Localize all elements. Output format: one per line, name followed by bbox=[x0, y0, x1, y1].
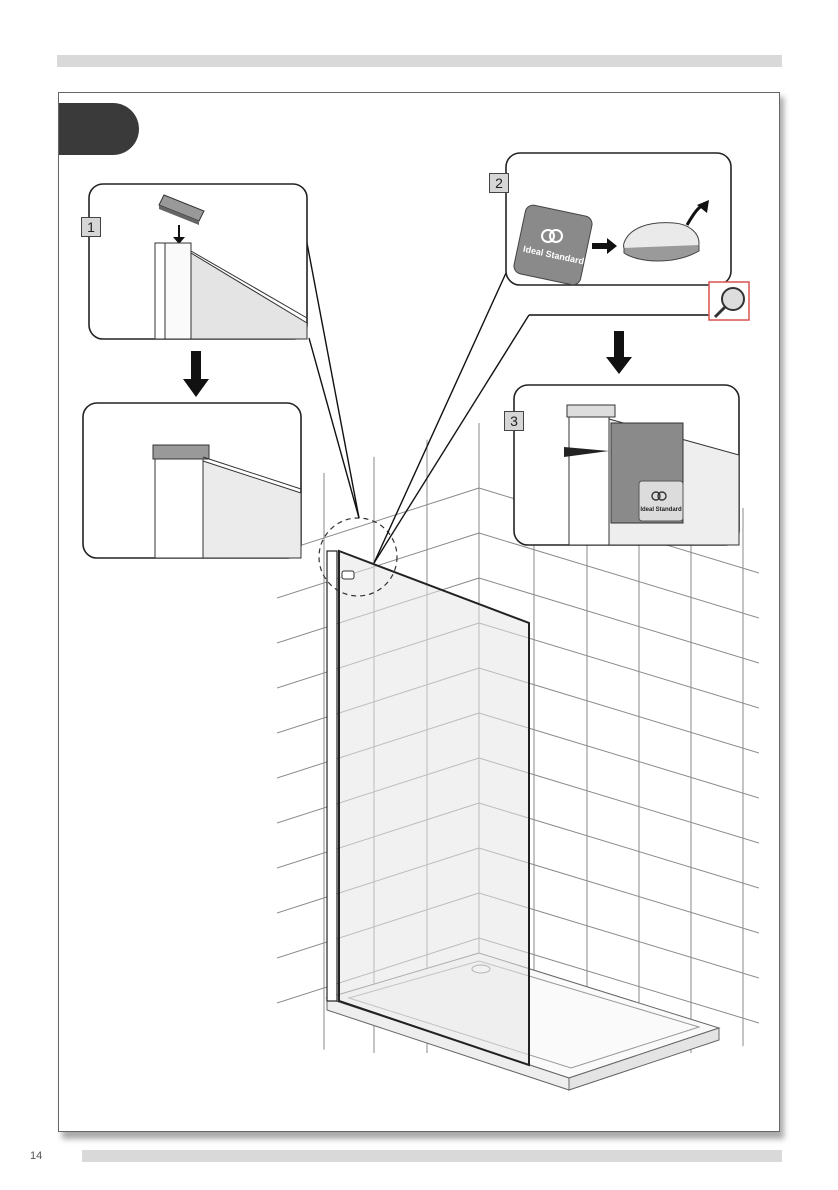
footer-bar bbox=[82, 1150, 782, 1162]
arrow-down-icon bbox=[606, 331, 632, 374]
magnifier-icon bbox=[709, 282, 749, 320]
step-number-1: 1 bbox=[81, 217, 101, 237]
instruction-frame: Ideal Standard bbox=[58, 92, 780, 1132]
header-bar bbox=[57, 55, 782, 67]
glass-panel bbox=[327, 551, 529, 1065]
page-number: 14 bbox=[30, 1150, 42, 1162]
step-number-3: 3 bbox=[504, 411, 524, 431]
brand-logo-text-small: Ideal Standard bbox=[640, 507, 682, 513]
step-number-2: 2 bbox=[489, 173, 509, 193]
installation-illustration: Ideal Standard bbox=[59, 93, 780, 1132]
arrow-down-icon bbox=[183, 351, 209, 397]
